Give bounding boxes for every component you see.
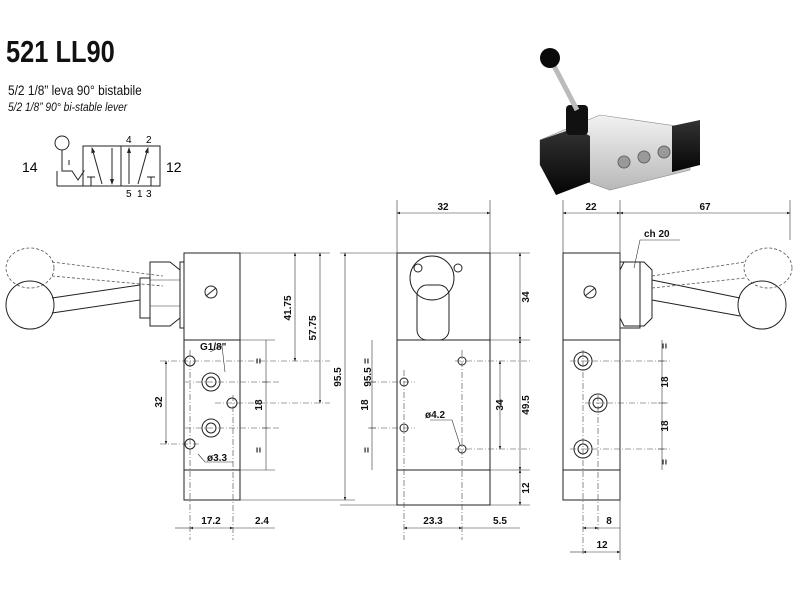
- wrench-size-label: ch 20: [644, 229, 670, 240]
- dim-34-top: 34: [521, 291, 532, 303]
- dim-18: 18: [254, 399, 265, 411]
- dim-41-75: 41.75: [283, 295, 294, 320]
- dim-23-3: 23.3: [423, 516, 443, 527]
- thread-label: G1/8": [200, 342, 227, 353]
- eq-mark: =: [254, 358, 265, 364]
- dim-8: 8: [606, 516, 612, 527]
- dim-12: 12: [596, 540, 608, 551]
- subtitle-english: 5/2 1/8” 90° bi-stable lever: [8, 100, 128, 114]
- dim-67: 67: [699, 202, 711, 213]
- dim-22: 22: [585, 202, 597, 213]
- port-3-label: 3: [146, 189, 152, 200]
- valve-symbol: 14 12 4 2 5 1 3: [22, 135, 182, 200]
- hole-diameter-label: ø3.3: [207, 453, 227, 464]
- hole-diameter-label: ø4.2: [425, 410, 445, 421]
- port-12-label: 12: [166, 159, 182, 175]
- dim-18-upper: 18: [660, 376, 671, 388]
- product-photo: [539, 48, 700, 195]
- eq-mark: =: [660, 343, 671, 349]
- port-5-label: 5: [126, 189, 132, 200]
- port-1-label: 1: [137, 189, 143, 200]
- eq-mark: =: [254, 447, 265, 453]
- dim-32: 32: [154, 396, 165, 408]
- port-4-label: 4: [126, 135, 132, 146]
- eq-mark: =: [362, 358, 373, 364]
- eq-mark: =: [660, 459, 671, 465]
- dim-17-2: 17.2: [201, 516, 221, 527]
- dim-18: 18: [360, 399, 371, 411]
- subtitle-italian: 5/2 1/8” leva 90° bistabile: [8, 82, 142, 98]
- dim-34: 34: [495, 399, 506, 411]
- dim-95-5: 95.5: [333, 367, 344, 387]
- right-view: 22 67 ch 20 18 18 = = 8 12: [562, 200, 793, 560]
- front-view: 32 34 95.5 18 = = 34 49.5 12 ø4.2 23.3 5…: [340, 200, 532, 540]
- dim-32-width: 32: [437, 202, 449, 213]
- dim-57-75: 57.75: [308, 315, 319, 340]
- left-view: 41.75 57.75 95.5 32 18 = = G1/8" ø3.3 17…: [5, 247, 355, 540]
- dim-49-5: 49.5: [521, 395, 532, 415]
- dim-5-5: 5.5: [493, 516, 507, 527]
- dim-95-5: 95.5: [363, 367, 374, 387]
- port-2-label: 2: [146, 135, 152, 146]
- eq-mark: =: [362, 447, 373, 453]
- dim-12: 12: [521, 482, 532, 494]
- product-code: 521 LL90: [6, 34, 115, 69]
- dim-2-4: 2.4: [255, 516, 269, 527]
- dim-18-lower: 18: [660, 420, 671, 432]
- port-14-label: 14: [22, 159, 38, 175]
